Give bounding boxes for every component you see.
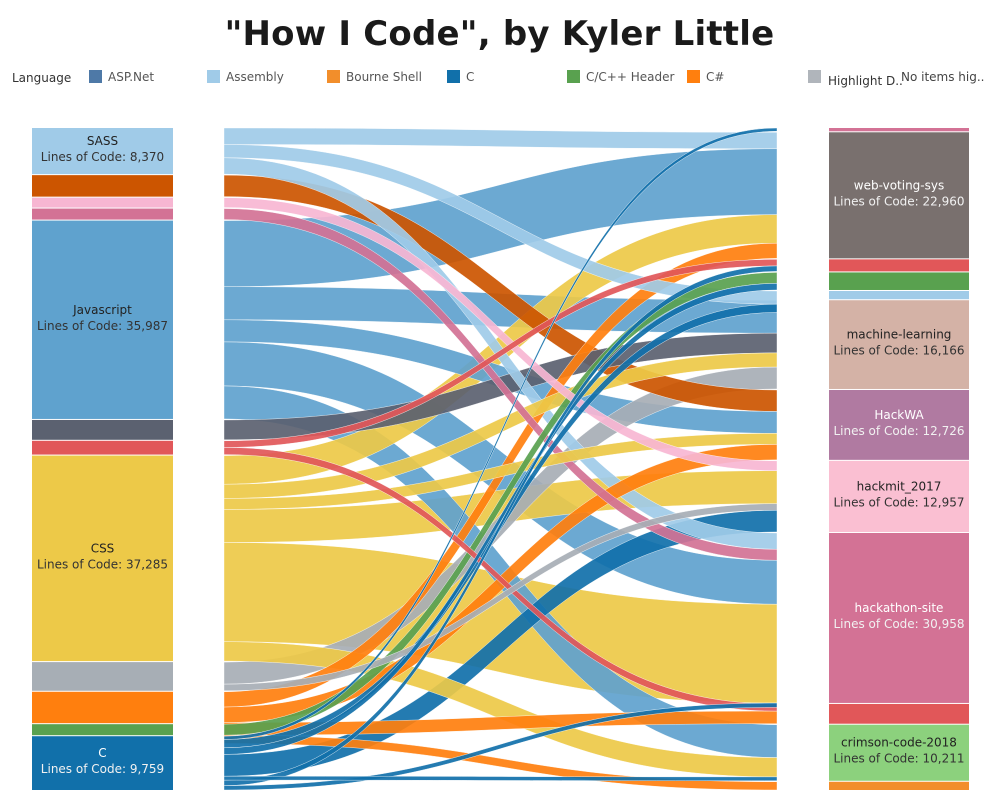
legend: Language ASP.Net Assembly Bourne Shell C… <box>0 66 999 90</box>
project-value-crimson-code-2018: Lines of Code: 10,211 <box>833 752 964 766</box>
flow-link-32 <box>223 265 778 786</box>
flow-link-4 <box>223 197 778 471</box>
flow-link-5 <box>223 208 778 561</box>
flow-link-31 <box>223 776 778 781</box>
language-value-sass: Lines of Code: 8,370 <box>41 150 164 164</box>
language-value-css: Lines of Code: 37,285 <box>37 557 168 571</box>
legend-title: Language <box>12 71 72 85</box>
project-value-hackwa: Lines of Code: 12,726 <box>833 424 964 438</box>
legend-swatch-c <box>447 70 460 83</box>
project-label-crimson-code-2018: crimson-code-2018 <box>841 736 957 750</box>
project-node-project-9 <box>829 703 969 724</box>
page-title: "How I Code", by Kyler Little <box>224 14 775 54</box>
project-node-crimson-code-2018 <box>829 724 969 781</box>
language-node-language-2 <box>32 197 173 208</box>
project-node-project-0 <box>829 128 969 132</box>
language-node-c <box>32 736 173 790</box>
language-label-css: CSS <box>91 541 115 555</box>
language-node-language-10 <box>32 724 173 736</box>
highlight-swatch <box>808 70 821 83</box>
flow-link-33 <box>223 702 778 791</box>
language-label-sass: SASS <box>87 134 118 148</box>
flow-link-0 <box>223 127 778 149</box>
language-node-language-5 <box>32 419 173 440</box>
project-label-hackathon-site: hackathon-site <box>855 601 944 615</box>
project-node-project-11 <box>829 781 969 790</box>
project-value-machine-learning: Lines of Code: 16,166 <box>833 344 964 358</box>
legend-swatch-asp-net <box>89 70 102 83</box>
legend-label-c-cpp-header: C/C++ Header <box>586 70 675 84</box>
language-node-language-3 <box>32 208 173 220</box>
project-node-hackathon-site <box>829 532 969 703</box>
project-node-project-4 <box>829 290 969 300</box>
legend-label-bourne-shell: Bourne Shell <box>346 70 422 84</box>
project-label-machine-learning: machine-learning <box>847 328 952 342</box>
flow-link-16 <box>223 433 778 510</box>
legend-label-c: C <box>466 70 475 84</box>
language-nodes: SASS Lines of Code: 8,370JavascriptLines … <box>32 128 173 790</box>
legend-swatch-c-sharp <box>687 70 700 83</box>
project-node-project-3 <box>829 272 969 290</box>
project-node-hackwa <box>829 389 969 460</box>
language-value-javascript: Lines of Code: 35,987 <box>37 319 168 333</box>
language-label-javascript: Javascript <box>72 303 132 317</box>
legend-swatch-assembly <box>207 70 220 83</box>
project-label-hackmit-2017: hackmit_2017 <box>857 479 942 493</box>
language-label-c: C <box>98 746 106 760</box>
language-node-language-1 <box>32 175 173 197</box>
project-value-hackathon-site: Lines of Code: 30,958 <box>833 617 964 631</box>
legend-label-assembly: Assembly <box>226 70 284 84</box>
language-value-c: Lines of Code: 9,759 <box>41 762 164 776</box>
language-node-css <box>32 455 173 662</box>
language-node-language-8 <box>32 662 173 691</box>
highlight-dropdown[interactable]: No items hig.. <box>901 70 985 84</box>
language-node-language-6 <box>32 440 173 455</box>
flow-links <box>223 127 778 791</box>
flow-link-25 <box>223 735 778 791</box>
project-label-hackwa: HackWA <box>874 408 924 422</box>
language-node-language-9 <box>32 691 173 724</box>
flow-link-13 <box>223 447 778 712</box>
project-node-web-voting-sys <box>829 132 969 259</box>
project-node-hackmit-2017 <box>829 460 969 532</box>
flow-link-15 <box>223 352 778 499</box>
project-value-hackmit-2017: Lines of Code: 12,957 <box>833 495 964 509</box>
language-node-sass <box>32 128 173 175</box>
flow-link-29 <box>223 283 778 755</box>
project-node-project-2 <box>829 259 969 272</box>
legend-swatch-c-cpp-header <box>567 70 580 83</box>
highlight-label: Highlight D.. <box>828 74 903 88</box>
project-value-web-voting-sys: Lines of Code: 22,960 <box>833 194 964 208</box>
project-label-web-voting-sys: web-voting-sys <box>854 178 944 192</box>
flow-link-27 <box>223 127 778 740</box>
project-node-machine-learning <box>829 300 969 389</box>
legend-swatch-bourne-shell <box>327 70 340 83</box>
legend-label-asp-net: ASP.Net <box>108 70 155 84</box>
legend-label-c-sharp: C# <box>706 70 725 84</box>
language-node-javascript <box>32 220 173 419</box>
